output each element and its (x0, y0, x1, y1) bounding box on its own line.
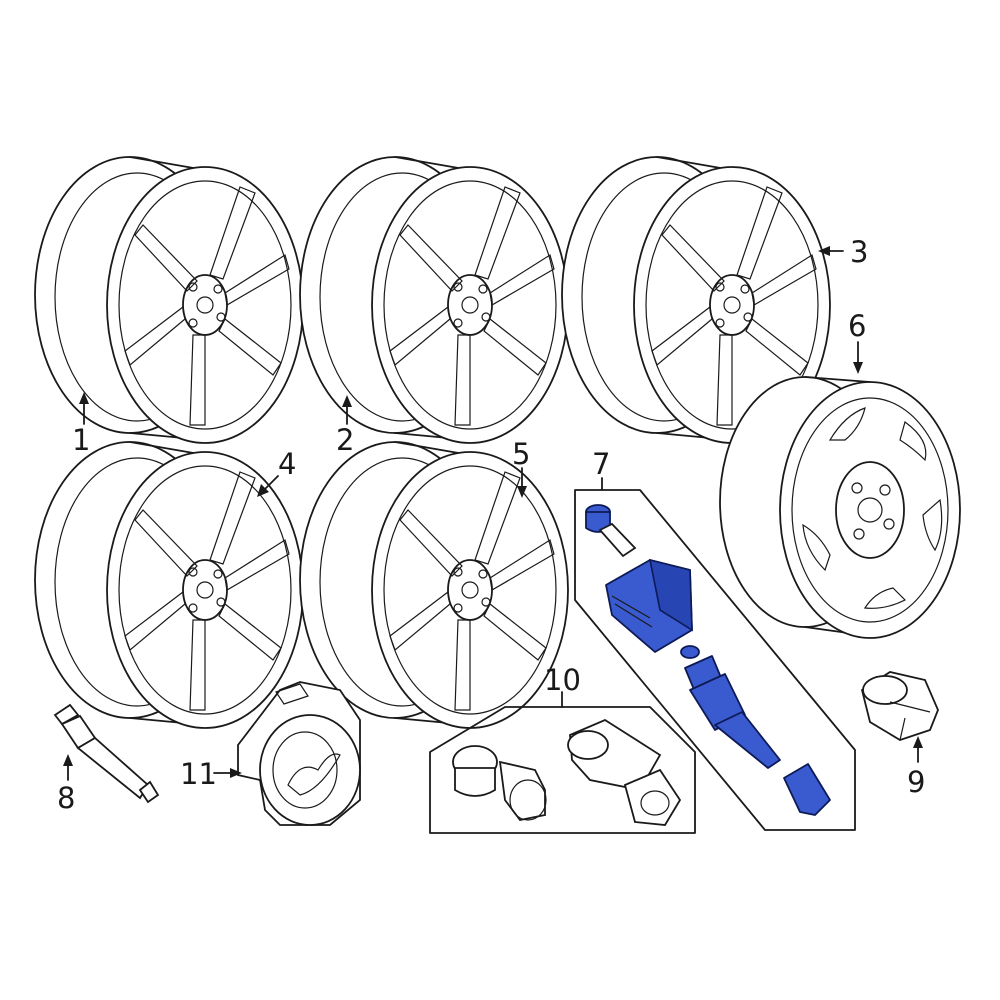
callout-9: 9 (907, 765, 925, 799)
callout-7: 7 (592, 447, 610, 481)
leader-lines (63, 246, 923, 781)
callout-10: 10 (544, 663, 581, 697)
wheel-5 (299, 441, 569, 729)
callout-6: 6 (848, 309, 866, 343)
tpms-screw (585, 504, 637, 558)
center-cap-11 (237, 681, 361, 826)
lock-key (567, 718, 682, 826)
lock-kit-panel (429, 706, 696, 834)
wheel-4 (34, 441, 304, 729)
callout-1: 1 (72, 423, 90, 457)
callout-11: 11 (180, 757, 217, 791)
valve-stem-8 (53, 703, 160, 804)
lock-nut (452, 745, 547, 821)
callout-3: 3 (850, 235, 868, 269)
wheel-2 (299, 156, 569, 444)
lug-nut-9 (860, 671, 939, 741)
tpms-valve-stem (680, 645, 781, 769)
callout-2: 2 (336, 423, 354, 457)
tpms-sensor (605, 558, 693, 653)
callout-8: 8 (57, 781, 75, 815)
tpms-kit-panel (574, 489, 856, 831)
callout-5: 5 (512, 437, 530, 471)
callout-labels: 1 2 3 4 5 6 7 8 9 10 11 (57, 235, 925, 815)
callout-4: 4 (278, 447, 296, 481)
tpms-valve-cap (783, 763, 831, 816)
wheel-1 (34, 156, 304, 444)
wheel-6 (719, 376, 961, 639)
